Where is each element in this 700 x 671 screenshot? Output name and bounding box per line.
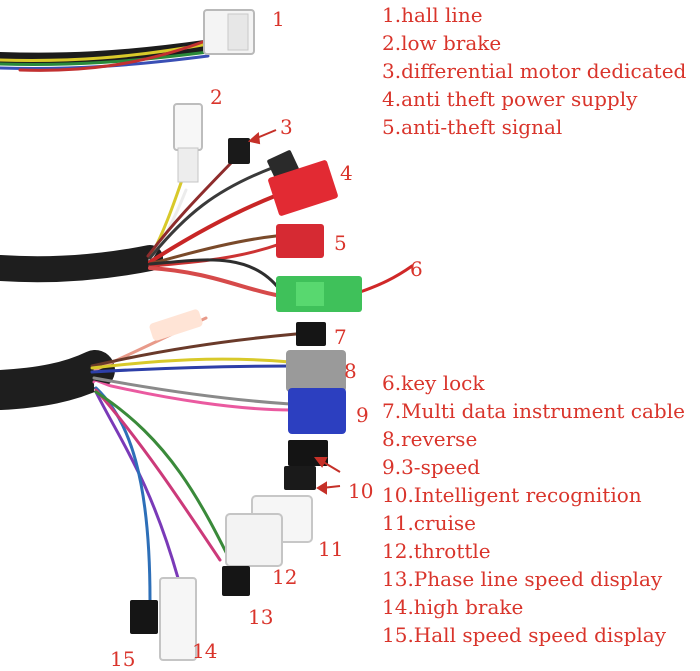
legend-item-throttle: 12.throttle [382, 539, 491, 563]
callout-5: 5 [334, 231, 347, 255]
instrument-connector [296, 322, 326, 346]
lower-harness [0, 316, 298, 602]
callout-arrows [247, 129, 341, 495]
reverse-connector [286, 350, 346, 392]
legend-item-cruise: 11.cruise [382, 511, 476, 535]
legend-item-low-brake: 2.low brake [382, 31, 502, 55]
middle-harness [0, 160, 414, 297]
legend-item-phase-display: 13.Phase line speed display [382, 567, 663, 591]
low-brake-connector [173, 103, 203, 151]
anti-theft-power-connector [268, 160, 338, 216]
callout-11: 11 [318, 537, 344, 561]
legend-item-3-speed: 9.3-speed [382, 455, 481, 479]
callout-6: 6 [410, 257, 423, 281]
legend-item-reverse: 8.reverse [382, 427, 478, 451]
callout-9: 9 [356, 403, 369, 427]
legend-item-intelligent-recognition: 10.Intelligent recognition [382, 483, 642, 507]
legend-item-hall-line: 1.hall line [382, 3, 483, 27]
legend-item-differential-motor: 3.differential motor dedicated [382, 59, 687, 83]
callout-1: 1 [272, 7, 285, 31]
legend-item-anti-theft-power: 4.anti theft power supply [382, 87, 638, 111]
callout-12: 12 [272, 565, 298, 589]
callout-15: 15 [110, 647, 136, 671]
callout-2: 2 [210, 85, 223, 109]
callout-4: 4 [340, 161, 353, 185]
differential-connector [228, 138, 250, 164]
throttle-connector [225, 513, 283, 567]
high-brake-connector [159, 577, 197, 661]
callout-8: 8 [344, 359, 357, 383]
callout-13: 13 [248, 605, 274, 629]
legend-item-instrument-cable: 7.Multi data instrument cable [382, 399, 685, 423]
callout-7: 7 [334, 325, 347, 349]
legend-item-hall-speed-display: 15.Hall speed speed display [382, 623, 667, 647]
hall-line-harness [0, 38, 211, 72]
anti-theft-signal-connector [276, 224, 324, 258]
callout-14: 14 [192, 639, 218, 663]
legend-item-anti-theft-signal: 5.anti-theft signal [382, 115, 563, 139]
legend-item-key-lock: 6.key lock [382, 371, 485, 395]
phase-display-connector [222, 566, 250, 596]
callout-3: 3 [280, 115, 293, 139]
callout-10: 10 [348, 479, 374, 503]
hall-speed-connector [130, 600, 158, 634]
three-speed-connector [288, 388, 346, 434]
legend-item-high-brake: 14.high brake [382, 595, 524, 619]
